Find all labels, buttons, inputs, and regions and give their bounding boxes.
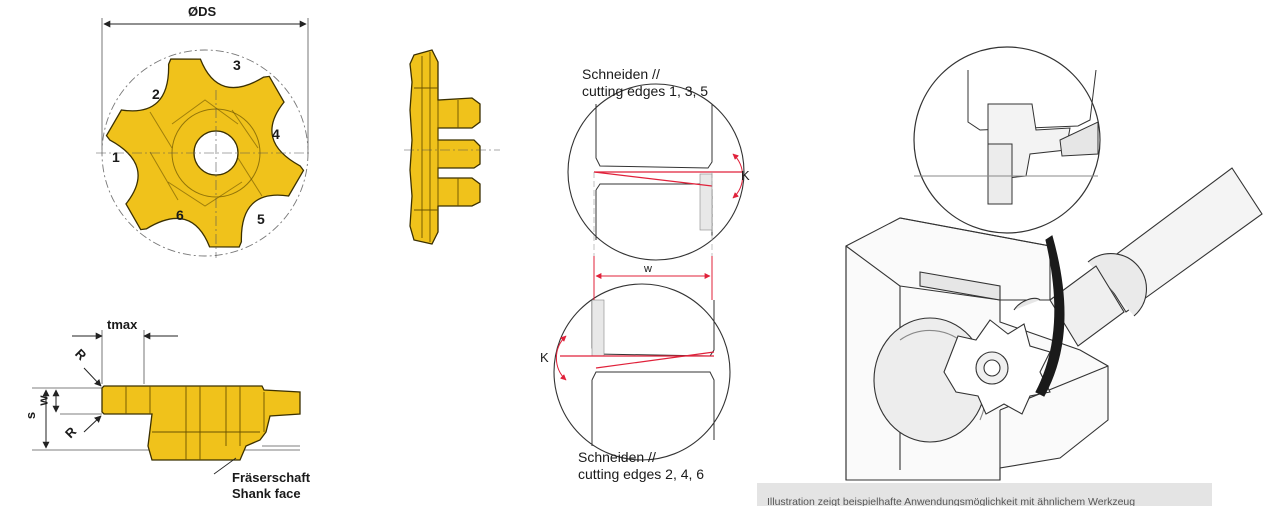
shank-label-en: Shank face: [232, 486, 301, 501]
tooth-label-1: 1: [112, 149, 120, 165]
caption-top: Schneiden // cutting edges 1, 3, 5: [582, 66, 708, 100]
shank-face-label: Fräserschaft Shank face: [232, 470, 310, 502]
w-label: w: [35, 395, 51, 406]
caption-bottom-line2: cutting edges 2, 4, 6: [578, 466, 705, 482]
tooth-label-5: 5: [257, 211, 265, 227]
shank-label-de: Fräserschaft: [232, 470, 311, 485]
tooth-label-4: 4: [272, 126, 280, 142]
caption-bottom: Schneiden // cutting edges 2, 4, 6: [578, 449, 704, 483]
illustration-note: Illustration zeigt beispielhafte Anwendu…: [757, 483, 1212, 506]
detail-views: [553, 83, 745, 461]
caption-top-line1: Schneiden //: [582, 66, 660, 82]
s-label: s: [23, 411, 39, 420]
tmax-label: tmax: [107, 317, 138, 332]
insert-front-view: [96, 18, 312, 258]
insert-side-view: [404, 49, 500, 245]
insert-profile-view: [32, 330, 301, 475]
w-center-label: w: [644, 263, 652, 275]
application-illustration: [845, 46, 1263, 481]
diameter-label: ØDS: [188, 4, 217, 19]
k-label-bottom: K: [540, 350, 549, 365]
illustration-note-text: Illustration zeigt beispielhafte Anwendu…: [767, 496, 1136, 506]
k-label-top: K: [741, 168, 750, 183]
tooth-label-6: 6: [176, 207, 184, 223]
caption-bottom-line1: Schneiden //: [578, 449, 656, 465]
tooth-label-2: 2: [152, 86, 160, 102]
tooth-label-3: 3: [233, 57, 241, 73]
caption-top-line2: cutting edges 1, 3, 5: [582, 83, 709, 99]
